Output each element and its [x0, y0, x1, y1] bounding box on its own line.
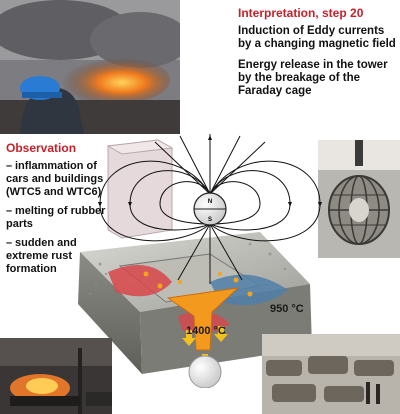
photo-fire-firefighter — [0, 0, 180, 134]
temperature-hot-label: 1400 °C — [186, 325, 226, 337]
photo-burned-cars-street — [262, 334, 400, 414]
pole-south-label: S — [208, 217, 212, 223]
hot-zone-right — [210, 274, 288, 306]
photo-faraday-cage-sphere — [318, 140, 400, 258]
tower-outline — [107, 139, 173, 239]
magnetic-field-diagram: N S 1400 °C 950 °C — [78, 134, 322, 389]
pole-north-label: N — [208, 199, 212, 205]
observation-item: –sudden and extreme rust formation — [6, 237, 77, 275]
molten-funnel — [166, 287, 240, 351]
temperature-warm-label: 950 °C — [270, 303, 304, 315]
foundation-slab-side — [78, 252, 142, 374]
interpretation-heading: Interpretation, step 20 — [238, 6, 364, 20]
interpretation-para-2: Energy release in the tower by the break… — [238, 59, 388, 97]
main-diagram: N S 1400 °C 950 °C — [60, 134, 322, 389]
interpretation-para-1: Induction of Eddy currents by a changing… — [238, 25, 396, 50]
lower-sphere — [188, 355, 222, 389]
observation-item: –inflammation of cars and buildings (WTC… — [6, 160, 104, 198]
hot-zone-left — [108, 264, 172, 297]
photo-burning-cars — [0, 338, 112, 414]
observation-heading: Observation — [6, 141, 77, 155]
observation-item: –melting of rubber parts — [6, 205, 106, 230]
